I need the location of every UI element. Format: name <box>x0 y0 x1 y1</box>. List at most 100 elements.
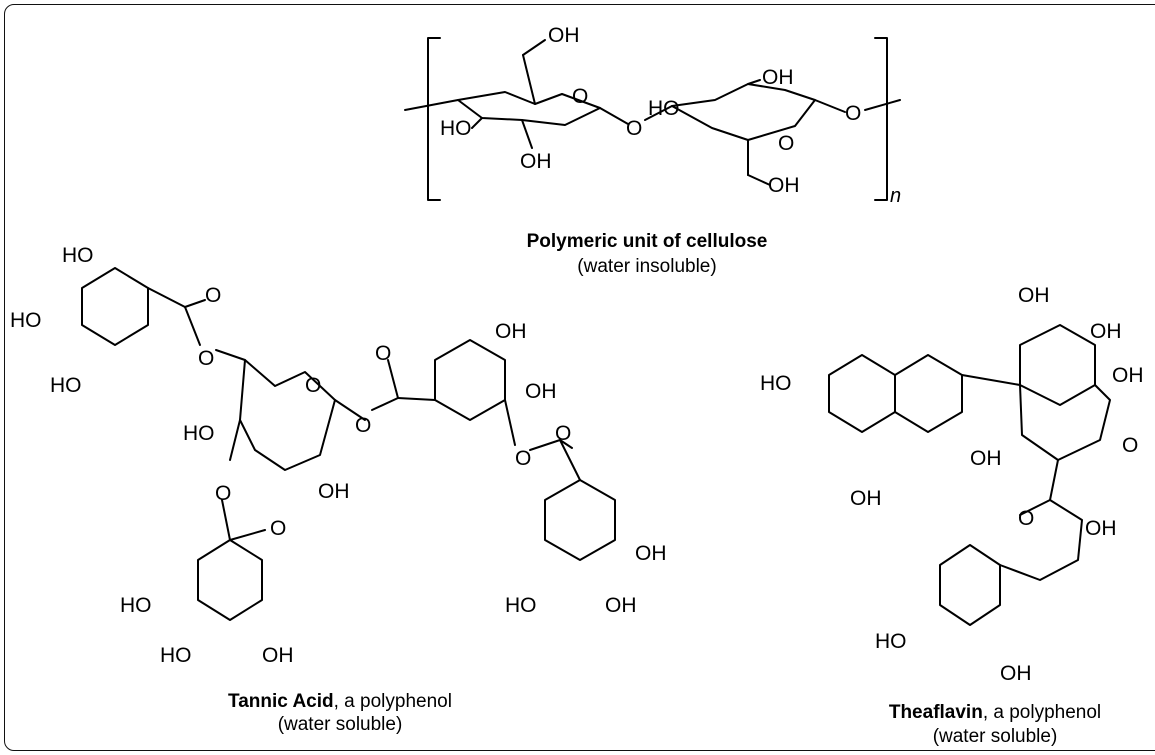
tannic-galloyl-ring-2 <box>434 339 506 421</box>
tannic-caption-rest: , a polyphenol <box>334 691 452 712</box>
tannic-acid-structure: HO HO HO O O O HO O O OH O O OH OH O O O… <box>10 244 667 735</box>
tannic-aryl-3 <box>559 439 581 481</box>
tannic-oh-ring2-a: OH <box>495 320 527 343</box>
cellulose-oh-bottom: OH <box>520 150 552 173</box>
cellulose-o-link <box>814 99 846 113</box>
cellulose-caption-name: Polymeric unit of cellulose <box>527 231 768 252</box>
tannic-caption-note: (water soluble) <box>278 714 403 735</box>
tannic-caption-name: Tannic Acid <box>228 691 334 712</box>
tannic-ester-3a <box>504 399 516 446</box>
cellulose-oh-bond-1 <box>471 117 483 129</box>
tannic-oh-ring3-b: OH <box>605 594 637 617</box>
cellulose-ring-o-1: O <box>572 85 588 108</box>
cellulose-caption-note: (water insoluble) <box>577 256 716 277</box>
theaflavin-ho-left: HO <box>760 372 792 395</box>
tannic-ester-1c <box>184 306 201 346</box>
tannic-galloyl-ring-1 <box>81 267 149 346</box>
tannic-ester-3b <box>529 439 561 451</box>
tannic-o-carbonyl-2: O <box>375 342 391 365</box>
tannic-ho-3: HO <box>50 374 82 397</box>
tannic-ester-1a <box>147 287 186 308</box>
theaflavin-oh-bottom-a: OH <box>850 487 882 510</box>
theaflavin-ring-c <box>894 354 963 433</box>
theaflavin-oh-right-a: OH <box>1090 320 1122 343</box>
figure-frame <box>4 4 1155 751</box>
tannic-o-ester-2: O <box>355 414 371 437</box>
tannic-glucose-ring <box>239 359 336 471</box>
tannic-o-carbonyl-4: O <box>270 517 286 540</box>
cellulose-ch2oh-2 <box>747 174 771 186</box>
tannic-ester-4b <box>221 499 231 541</box>
tannic-o-ester-1: O <box>198 347 214 370</box>
tannic-caption-line1: Tannic Acid, a polyphenol <box>228 691 452 712</box>
tannic-ester-4a <box>229 419 241 461</box>
cellulose-left-bracket <box>427 37 441 201</box>
theaflavin-ring-o: O <box>1018 507 1034 530</box>
cellulose-structure: OH O HO OH O HO OH O O OH n Polymeric un… <box>404 24 901 277</box>
cellulose-link-o: O <box>845 102 861 125</box>
theaflavin-oh-f3: OH <box>1085 517 1117 540</box>
theaflavin-oh-c3: OH <box>970 447 1002 470</box>
cellulose-bridge-o: O <box>626 117 642 140</box>
tannic-o-carbonyl-3: O <box>555 422 571 445</box>
cellulose-oh-ch2: OH <box>768 174 800 197</box>
cellulose-ring-o-2: O <box>778 132 794 155</box>
tannic-o-ester-3: O <box>515 447 531 470</box>
theaflavin-tropolone-ring <box>1019 384 1111 461</box>
theaflavin-link-upper <box>961 374 1021 386</box>
cellulose-link-left <box>404 99 459 111</box>
theaflavin-oh-bottom-b: OH <box>1000 662 1032 685</box>
theaflavin-ring-f <box>999 499 1083 581</box>
cellulose-right-bracket <box>874 37 888 201</box>
tannic-oh-glucose: OH <box>318 480 350 503</box>
tannic-ho-1: HO <box>62 244 94 267</box>
cellulose-glycosidic-1 <box>599 107 629 125</box>
tannic-ho-ring3: HO <box>505 594 537 617</box>
cellulose-repeat-n: n <box>890 185 901 207</box>
tannic-carbonyl-2 <box>387 359 399 399</box>
theaflavin-oh-top: OH <box>1018 284 1050 307</box>
cellulose-ho-left: HO <box>440 117 472 140</box>
tannic-galloyl-ring-3 <box>544 479 616 561</box>
tannic-ester-1b <box>184 299 206 308</box>
tannic-carbonyl-4 <box>229 529 266 541</box>
cellulose-link-right <box>864 99 901 111</box>
theaflavin-caption-line1: Theaflavin, a polyphenol <box>889 702 1101 723</box>
cellulose-oh-bond-2 <box>521 119 533 149</box>
cellulose-glycosidic-2 <box>644 105 673 121</box>
tannic-ho-4: HO <box>183 422 215 445</box>
tannic-oh-ring3-a: OH <box>635 542 667 565</box>
cellulose-ch2-1 <box>522 54 536 105</box>
theaflavin-ho-bottom: HO <box>875 630 907 653</box>
tannic-ester-1d <box>215 349 246 361</box>
theaflavin-aromatic-ring-d <box>939 544 1001 626</box>
theaflavin-caption-note: (water soluble) <box>933 726 1058 747</box>
cellulose-oh-bond-3 <box>747 79 761 85</box>
theaflavin-aromatic-ring-a <box>828 354 896 433</box>
tannic-ester-2b <box>371 397 399 411</box>
tannic-ho-2: HO <box>10 309 42 332</box>
theaflavin-structure: HO OH OH OH OH OH O O OH HO OH Theaflavi… <box>760 284 1144 747</box>
tannic-oh-ring2-b: OH <box>525 380 557 403</box>
tannic-ring-o: O <box>305 374 321 397</box>
cellulose-ch2oh-1 <box>522 39 546 56</box>
cellulose-oh-top: OH <box>548 24 580 47</box>
theaflavin-oh-right-b: OH <box>1112 364 1144 387</box>
tannic-aryl-2 <box>397 397 436 401</box>
tannic-ho-ring4-b: HO <box>160 644 192 667</box>
tannic-ester-2a <box>334 399 366 421</box>
tannic-o-ester-4: O <box>215 482 231 505</box>
theaflavin-caption-name: Theaflavin <box>889 702 983 723</box>
theaflavin-carbonyl-o: O <box>1122 434 1138 457</box>
theaflavin-benzo-ring <box>1019 324 1096 406</box>
cellulose-ho-mid: HO <box>648 97 680 120</box>
tannic-galloyl-ring-4 <box>197 539 263 621</box>
tannic-ester-3c <box>559 439 573 449</box>
theaflavin-link-lower <box>1049 459 1059 501</box>
tannic-ho-ring4-a: HO <box>120 594 152 617</box>
tannic-o-carbonyl-1: O <box>205 284 221 307</box>
theaflavin-caption-rest: , a polyphenol <box>983 702 1101 723</box>
cellulose-oh-ring2: OH <box>762 66 794 89</box>
